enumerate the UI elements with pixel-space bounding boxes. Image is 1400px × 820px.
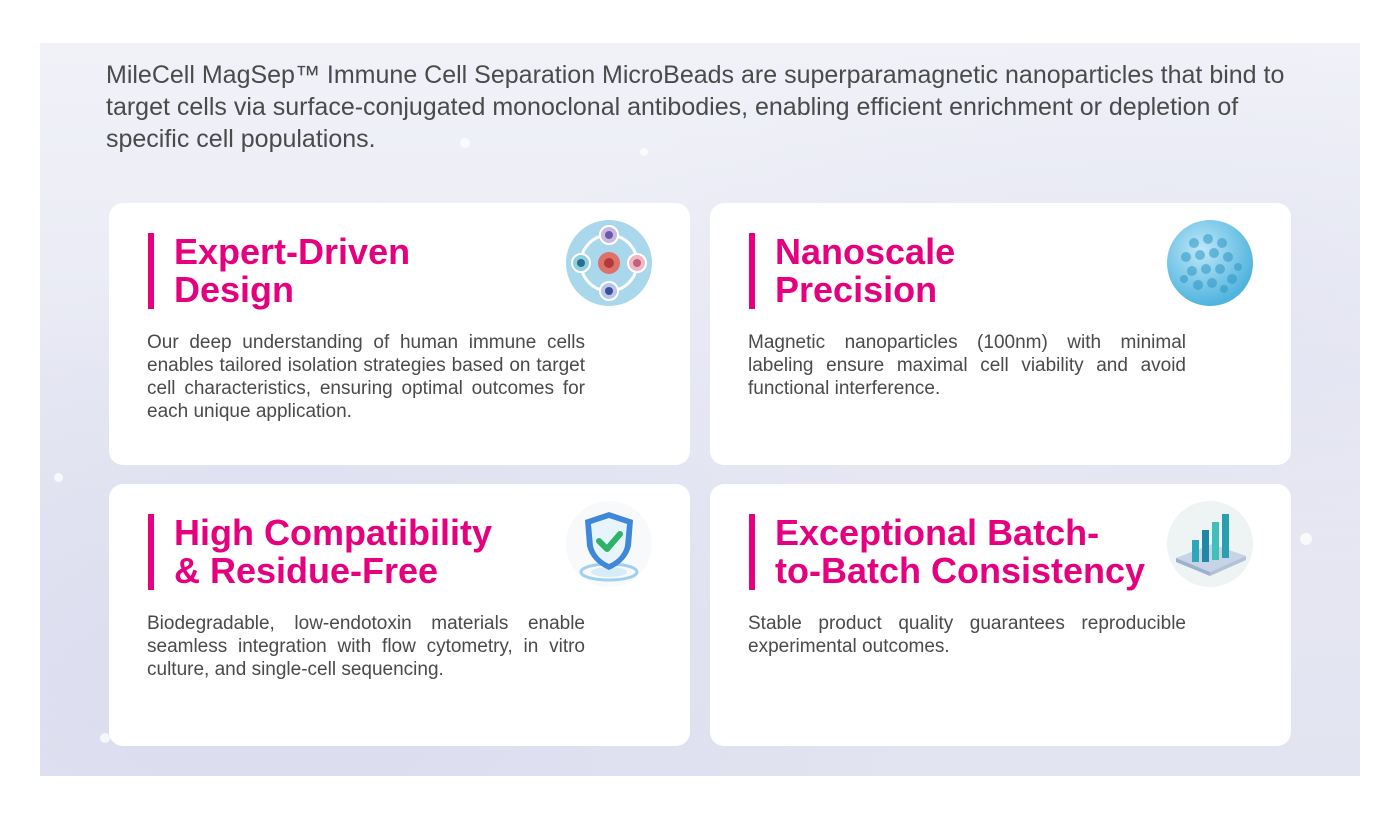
intro-paragraph: MileCell MagSep™ Immune Cell Separation … (106, 61, 1285, 153)
card-description: Our deep understanding of human immune c… (147, 332, 585, 422)
card-title: Exceptional Batch- to-Batch Consistency (749, 514, 1195, 590)
sparkle (1300, 533, 1312, 545)
immune-cells-icon (565, 219, 653, 307)
feature-card-high-compatibility: High Compatibility & Residue-Free Biodeg… (109, 484, 690, 746)
feature-card-expert-driven-design: Expert-Driven Design Our deep understand… (109, 203, 690, 465)
sparkle (460, 138, 470, 148)
sparkle (640, 148, 648, 156)
card-description: Stable product quality guarantees reprod… (748, 613, 1186, 657)
bar-chart-icon (1166, 500, 1254, 588)
card-description: Biodegradable, low-endotoxin materials e… (147, 613, 585, 680)
card-title: High Compatibility & Residue-Free (148, 514, 594, 590)
nanoparticle-icon (1166, 219, 1254, 307)
sparkle (100, 733, 110, 743)
content-panel: MileCell MagSep™ Immune Cell Separation … (40, 43, 1360, 776)
card-title: Expert-Driven Design (148, 233, 594, 309)
shield-check-icon (565, 500, 653, 588)
feature-card-nanoscale-precision: Nanoscale Precision Magnetic nanopa (710, 203, 1291, 465)
card-title: Nanoscale Precision (749, 233, 1195, 309)
card-description: Magnetic nanoparticles (100nm) with mini… (748, 332, 1186, 399)
sparkle (54, 473, 63, 482)
feature-card-batch-consistency: Exceptional Batch- to-Batch Consistency … (710, 484, 1291, 746)
